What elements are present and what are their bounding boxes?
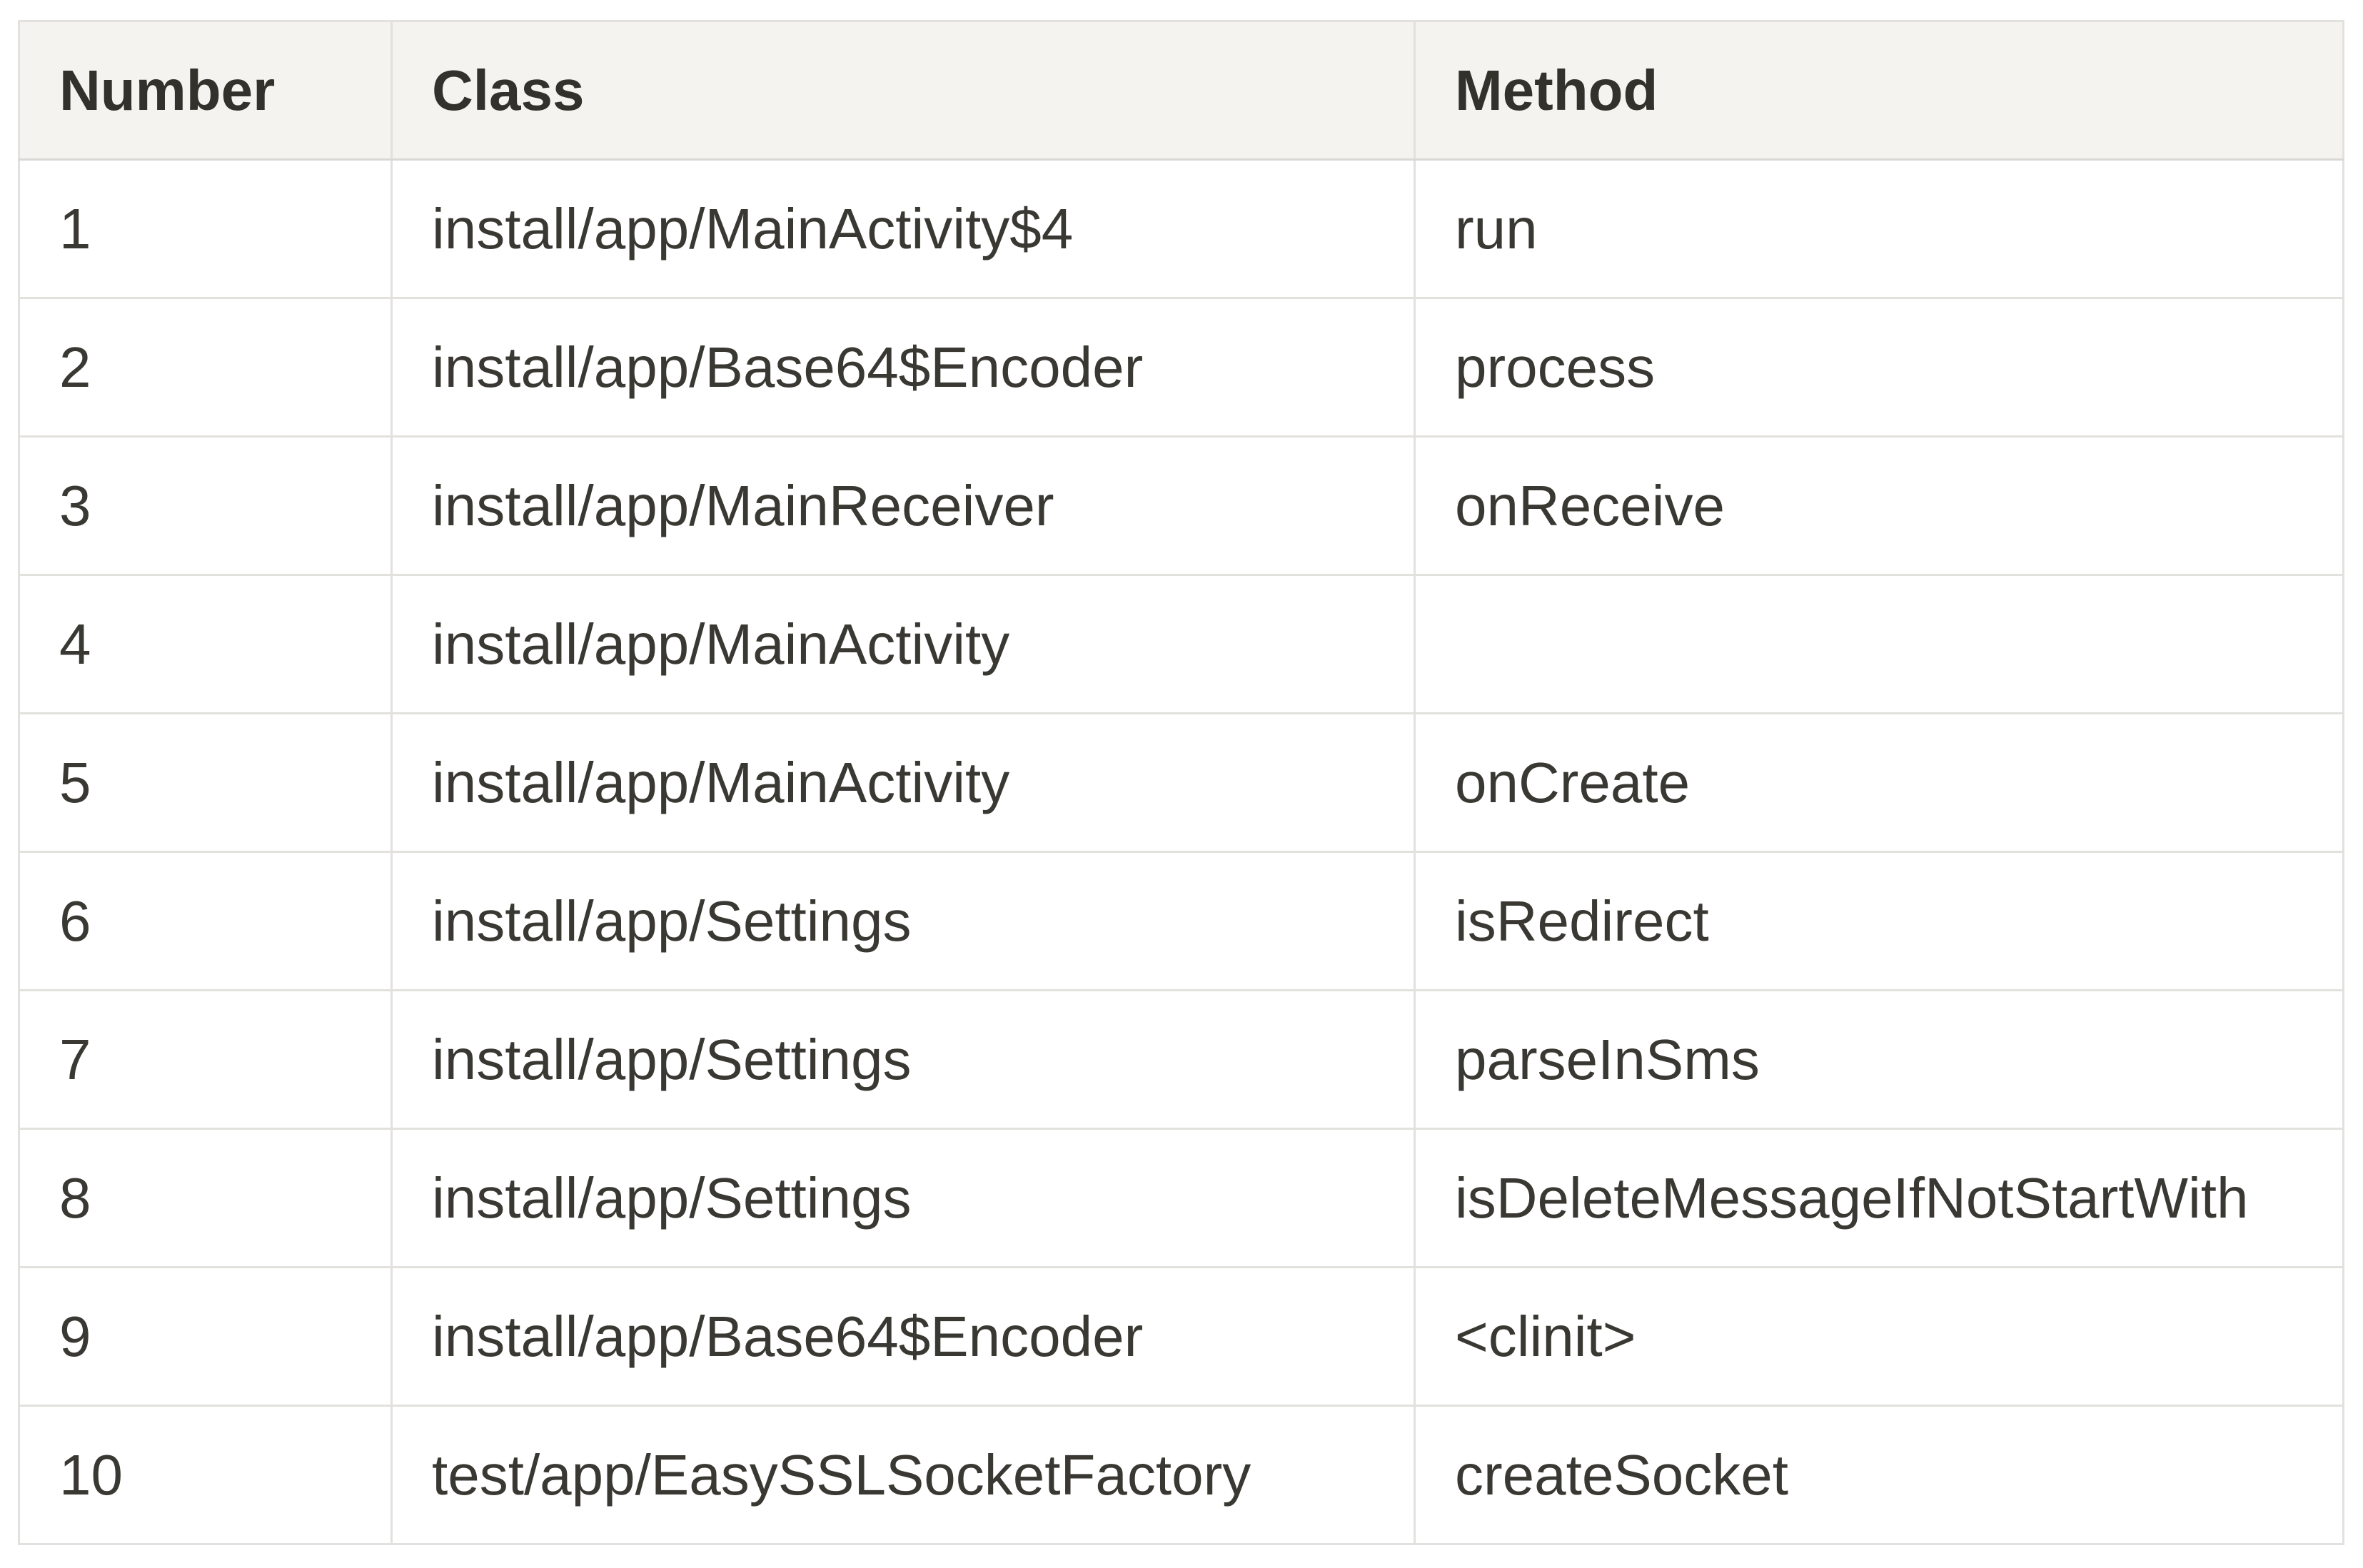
cell-class: install/app/Settings: [391, 989, 1416, 1130]
cell-class: install/app/MainReceiver: [391, 435, 1416, 576]
cell-number: 8: [18, 1128, 393, 1268]
cell-number: 1: [18, 158, 393, 299]
table-header: Number Class Method: [18, 20, 2344, 161]
cell-method: isRedirect: [1414, 851, 2344, 991]
column-header-method: Method: [1414, 20, 2344, 161]
cell-number: 9: [18, 1266, 393, 1407]
cell-number: 4: [18, 574, 393, 714]
cell-class: install/app/Base64$Encoder: [391, 297, 1416, 437]
cell-method: createSocket: [1414, 1405, 2344, 1545]
header-row: Number Class Method: [18, 20, 2344, 161]
cell-class: install/app/MainActivity: [391, 712, 1416, 853]
cell-class: install/app/Base64$Encoder: [391, 1266, 1416, 1407]
cell-method: <clinit>: [1414, 1266, 2344, 1407]
cell-number: 5: [18, 712, 393, 853]
cell-number: 10: [18, 1405, 393, 1545]
cell-number: 7: [18, 989, 393, 1130]
cell-method: [1414, 574, 2344, 714]
cell-method: onReceive: [1414, 435, 2344, 576]
cell-method: onCreate: [1414, 712, 2344, 853]
cell-number: 2: [18, 297, 393, 437]
cell-class: install/app/Settings: [391, 1128, 1416, 1268]
cell-method: isDeleteMessageIfNotStartWith: [1414, 1128, 2344, 1268]
cell-class: install/app/Settings: [391, 851, 1416, 991]
cell-class: test/app/EasySSLSocketFactory: [391, 1405, 1416, 1545]
cell-number: 3: [18, 435, 393, 576]
cell-class: install/app/MainActivity$4: [391, 158, 1416, 299]
cell-number: 6: [18, 851, 393, 991]
column-header-class: Class: [391, 20, 1416, 161]
cell-class: install/app/MainActivity: [391, 574, 1416, 714]
column-header-number: Number: [18, 20, 393, 161]
cell-method: process: [1414, 297, 2344, 437]
cell-method: run: [1414, 158, 2344, 299]
cell-method: parseInSms: [1414, 989, 2344, 1130]
